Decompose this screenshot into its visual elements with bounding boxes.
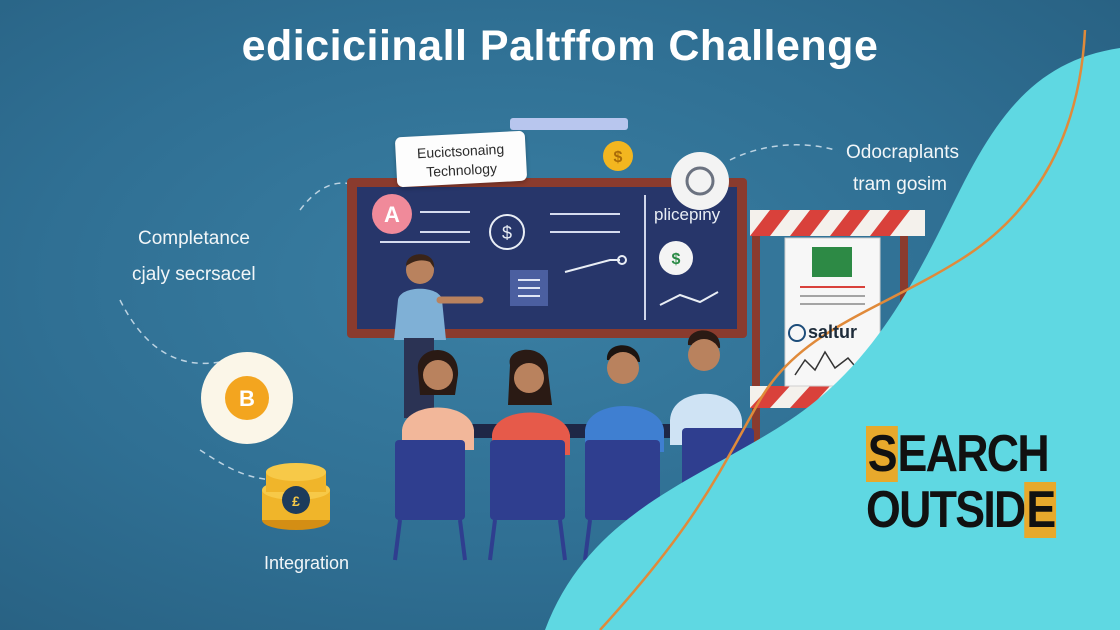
chair	[488, 440, 567, 561]
label-left-top-line1: Completance	[138, 228, 250, 249]
svg-text:B: B	[239, 386, 255, 411]
dashed-connector	[729, 144, 836, 161]
logo-line1-rest: EARCH	[897, 425, 1050, 483]
coin-stack-icon: £	[262, 463, 330, 530]
search-outside-logo: SEARCH OUTSIDE	[866, 426, 1072, 538]
sign-panel-text: saltur	[808, 322, 858, 342]
dashed-connector	[119, 299, 231, 365]
orange-curve	[599, 29, 1087, 630]
page-title: ediciciinall Paltffom Challenge	[241, 22, 879, 70]
chair	[393, 440, 467, 561]
logo-line2-start: OUTSID	[866, 481, 1026, 539]
bank-icon	[812, 247, 852, 277]
student-figure	[402, 350, 474, 450]
logo-first-letter: S	[866, 425, 898, 483]
svg-text:$: $	[672, 251, 681, 268]
label-right-top-line1: Odocraplants	[846, 142, 960, 163]
clock-icon	[671, 152, 729, 210]
svg-text:$: $	[502, 223, 512, 243]
student-figure	[492, 349, 570, 455]
label-integration: Integration	[264, 553, 350, 573]
a-badge-icon	[372, 194, 412, 234]
svg-text:£: £	[292, 493, 300, 509]
dollar-circle-icon	[489, 214, 525, 250]
logo-last-letter: E	[1024, 481, 1057, 539]
sticky-note: Eucictsonaing Technology	[394, 130, 528, 188]
svg-text:$: $	[614, 149, 623, 166]
student-figure	[670, 330, 742, 445]
top-bar	[510, 118, 628, 130]
screen-dollar-icon	[659, 241, 693, 275]
cyan-wave	[545, 48, 1120, 630]
label-left-top-line2: cjaly secrsacel	[132, 264, 256, 285]
a-badge-letter: A	[384, 202, 400, 227]
board-text: plicepiny	[654, 205, 721, 224]
label-right-top-line2: tram gosim	[853, 174, 947, 195]
bitcoin-icon	[225, 376, 269, 420]
globe-icon	[788, 324, 806, 342]
chair	[583, 440, 660, 561]
student-figure	[585, 345, 664, 452]
coin-icon	[603, 141, 633, 171]
